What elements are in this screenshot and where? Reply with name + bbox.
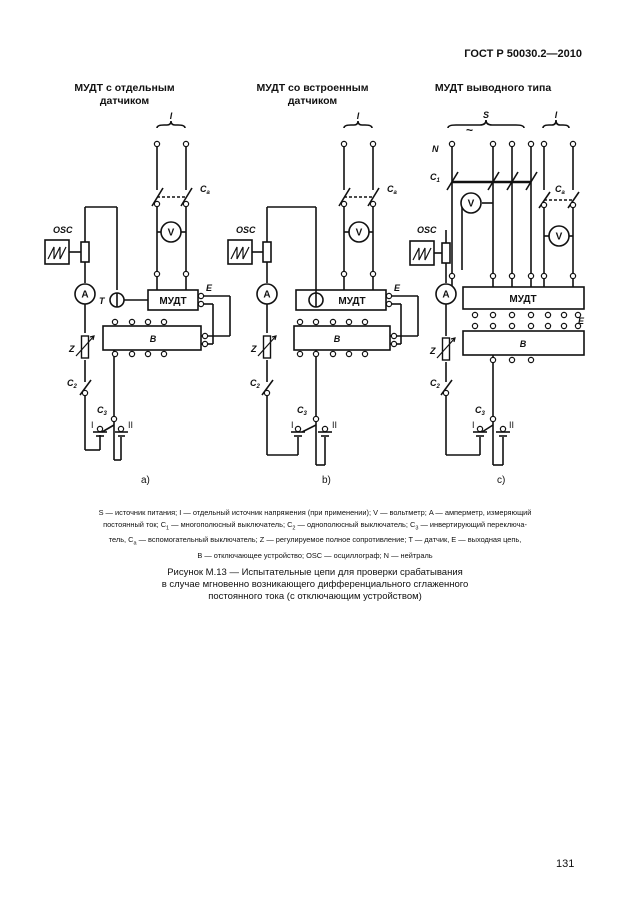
b-osc-label: OSC: [236, 225, 256, 235]
a-i-label: I: [170, 111, 173, 121]
b-c3-label: C3: [297, 405, 308, 417]
a-c2-label: C2: [67, 378, 78, 390]
c-ca-label: Ca: [555, 184, 566, 196]
c-figure-label: c): [497, 475, 505, 486]
standard-number: ГОСТ Р 50030.2—2010: [464, 48, 582, 60]
circuit-a-ammeter: [74, 283, 96, 305]
a-z-label: Z: [68, 344, 75, 354]
b-z-label: Z: [250, 344, 257, 354]
a-e-label: E: [206, 283, 213, 293]
b-b-label: B: [334, 334, 341, 344]
b-figure-label: b): [322, 475, 331, 486]
c-i-label: I: [555, 110, 558, 120]
c-voltmeter1-label: V: [468, 199, 475, 210]
circuit-c-title: МУДТ выводного типа: [434, 82, 552, 94]
b-i-label: I: [357, 111, 360, 121]
a-figure-label: a): [141, 475, 150, 486]
c-ammeter-label: A: [442, 290, 449, 301]
b-mudt-label: МУДТ: [338, 296, 365, 307]
c-s-label: S: [483, 110, 489, 120]
legend: S — источник питания; I — отдельный исто…: [98, 508, 532, 560]
a-voltmeter-label: V: [168, 228, 175, 239]
a-pos2: II: [128, 420, 133, 430]
b-ca-label: Ca: [387, 184, 398, 196]
a-ca-label: Ca: [200, 184, 211, 196]
a-osc-label: OSC: [53, 225, 73, 235]
b-pos2: II: [332, 420, 337, 430]
b-ammeter-label: A: [263, 290, 270, 301]
c-voltmeter2-label: V: [556, 232, 563, 243]
b-voltmeter-label: V: [356, 228, 363, 239]
b-pos1: I: [291, 420, 294, 430]
c-z-label: Z: [429, 346, 436, 356]
c-osc-label: OSC: [417, 225, 437, 235]
c-b-label: B: [520, 339, 527, 349]
figure-caption: Рисунок М.13 — Испытательные цепи для пр…: [161, 567, 469, 602]
c-ac-sign: ~: [466, 123, 473, 137]
c-c3-label: C3: [475, 405, 486, 417]
a-c3-label: C3: [97, 405, 108, 417]
a-b-label: B: [150, 334, 157, 344]
b-e-label: E: [394, 283, 401, 293]
c-c1-label: C1: [430, 172, 441, 184]
a-mudt-label: МУДТ: [159, 296, 186, 307]
test-circuits-diagram: I Ca V МУДТ B E OSC A T Z C2 C3 I II a) …: [44, 110, 585, 486]
c-e-label: E: [578, 316, 585, 326]
page-number: 131: [556, 858, 575, 870]
c-pos2: II: [509, 420, 514, 430]
c-c2-label: C2: [430, 378, 441, 390]
circuit-c: [434, 119, 585, 466]
c-mudt-label: МУДТ: [509, 294, 536, 305]
a-t-label: T: [99, 296, 106, 306]
a-ammeter-label: A: [81, 290, 88, 301]
a-pos1: I: [91, 420, 94, 430]
b-c2-label: C2: [250, 378, 261, 390]
c-pos1: I: [472, 420, 475, 430]
c-n-label: N: [432, 144, 439, 154]
